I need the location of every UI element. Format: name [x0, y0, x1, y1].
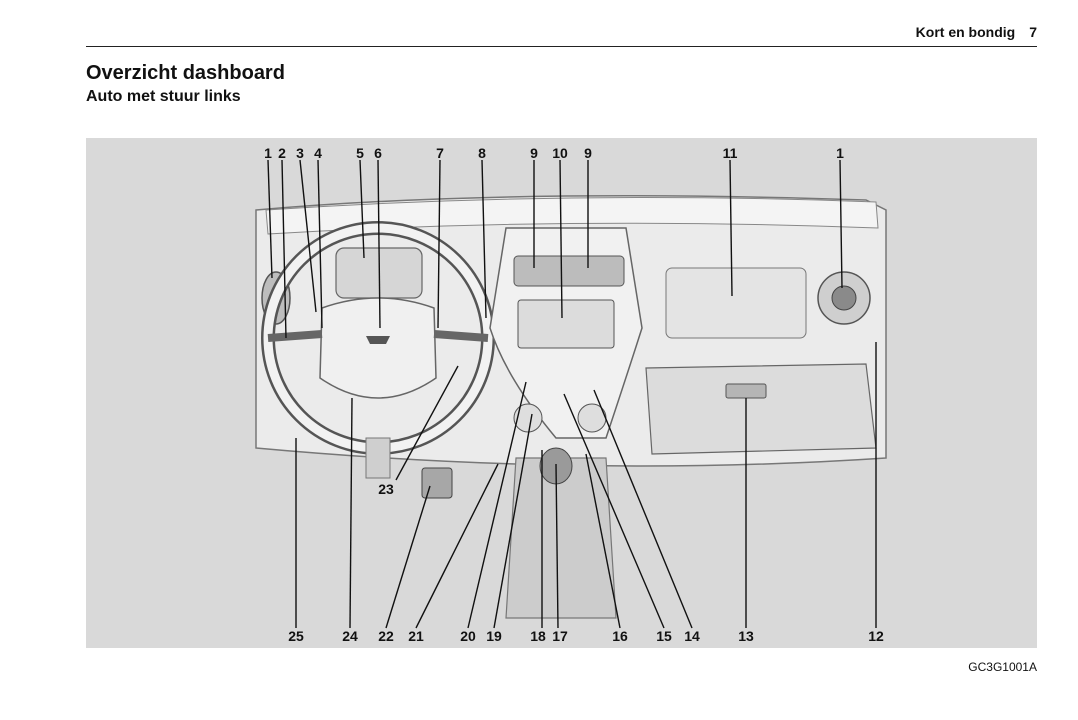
callout-top-8: 8	[478, 145, 486, 161]
running-header: Kort en bondig 7	[916, 24, 1037, 40]
page-number: 7	[1029, 24, 1037, 40]
climate-knob-left	[513, 403, 543, 433]
page-subtitle: Auto met stuur links	[86, 88, 241, 105]
wheel-spokes	[267, 330, 489, 342]
figure-code: GC3G1001A	[968, 660, 1037, 674]
callout-top-2: 2	[278, 145, 286, 161]
right-vent-core	[831, 285, 857, 311]
callout-top-11: 11	[723, 145, 738, 161]
passenger-airbag-panel	[665, 267, 807, 339]
glovebox-handle	[725, 383, 767, 399]
callout-bottom-15: 15	[656, 628, 672, 644]
section-title: Kort en bondig	[915, 24, 1016, 40]
callout-top-1b: 1	[836, 145, 844, 161]
info-display	[517, 299, 615, 349]
callout-top-10: 10	[552, 145, 568, 161]
callout-top-6: 6	[374, 145, 382, 161]
pedal	[421, 467, 453, 499]
callout-bottom-20: 20	[460, 628, 476, 644]
callout-top-7: 7	[436, 145, 444, 161]
callout-top-9b: 9	[584, 145, 592, 161]
centre-vents	[513, 255, 625, 287]
callout-bottom-14: 14	[684, 628, 700, 644]
callout-bottom-12: 12	[868, 628, 884, 644]
callout-bottom-19: 19	[486, 628, 502, 644]
callout-bottom-25: 25	[288, 628, 304, 644]
brand-emblem	[366, 336, 390, 344]
callout-top-4: 4	[314, 145, 322, 161]
page-title: Overzicht dashboard	[86, 62, 285, 84]
header-rule	[86, 46, 1037, 47]
callout-top-9a: 9	[530, 145, 538, 161]
steering-column	[365, 437, 391, 479]
callout-23: 23	[378, 481, 394, 497]
dashboard-illustration: 1 2 3 4 5 6 7 8 9 10 9 11 1 23 25 24 22 …	[86, 138, 1037, 648]
centre-console	[505, 457, 617, 619]
steering-hub	[319, 297, 437, 399]
callout-top-3: 3	[296, 145, 304, 161]
dash-top	[265, 197, 879, 235]
glovebox	[645, 363, 877, 455]
callout-bottom-16: 16	[612, 628, 628, 644]
leader-lines-bottom	[295, 342, 877, 629]
callout-top-1: 1	[264, 145, 272, 161]
callout-bottom-21: 21	[408, 628, 424, 644]
dashboard-drawing: 1 2 3 4 5 6 7 8 9 10 9 11 1 23 25 24 22 …	[255, 145, 887, 644]
leader-lines-top	[267, 159, 843, 339]
callout-bottom-13: 13	[738, 628, 754, 644]
callout-bottom-17: 17	[552, 628, 568, 644]
callout-bottom-18: 18	[530, 628, 546, 644]
callout-bottom-24: 24	[342, 628, 358, 644]
callout-top-5: 5	[356, 145, 364, 161]
callout-bottom-22: 22	[378, 628, 394, 644]
